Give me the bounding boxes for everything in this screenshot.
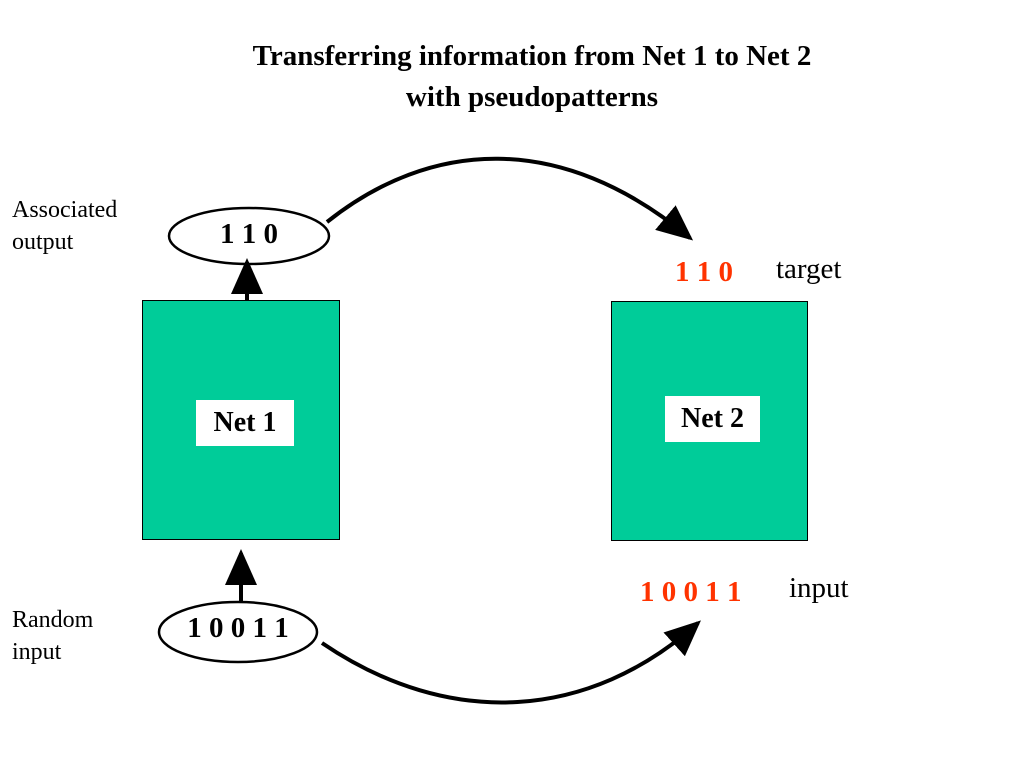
input-transfer-arrow [320, 620, 701, 705]
output-transfer-arrow [325, 156, 694, 241]
associated-output-label-line-1: Associated [12, 197, 118, 223]
net-1-label: Net 1 [196, 400, 294, 446]
associated-output-label-line-2: output [12, 229, 74, 255]
random-input-label-line-1: Random [12, 607, 94, 633]
target-label: target [776, 253, 842, 285]
diagram-title: Transferring information from Net 1 to N… [0, 36, 1024, 118]
associated-output-label: Associated output [12, 194, 117, 258]
input-label: input [789, 572, 849, 604]
net-1-input-oval [157, 600, 319, 664]
random-input-label-line-2: input [12, 639, 62, 665]
net-2-label: Net 2 [665, 396, 760, 442]
net-1-input-pattern: 1 0 0 1 1 [187, 612, 289, 644]
net-1-output-pattern: 1 1 0 [220, 218, 278, 250]
random-input-label: Random input [12, 604, 93, 668]
title-line-2: with pseudopatterns [405, 81, 659, 113]
net-2-target-pattern: 1 1 0 [675, 256, 733, 288]
net-2-input-pattern: 1 0 0 1 1 [640, 576, 742, 608]
title-line-1: Transferring information from Net 1 to N… [252, 40, 812, 72]
